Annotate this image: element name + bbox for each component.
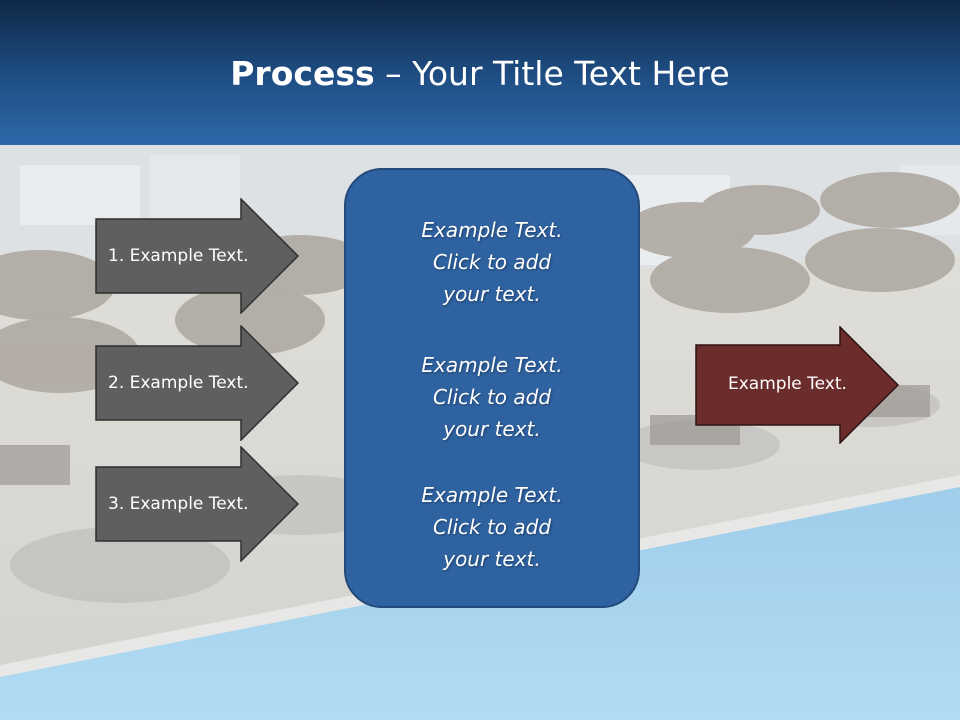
center-paragraph-2-line-3: your text. [443, 417, 541, 441]
center-text-box[interactable]: Example Text. Click to add your text. Ex… [344, 168, 640, 608]
center-paragraph-1-line-3: your text. [443, 282, 541, 306]
center-paragraph-1: Example Text. Click to add your text. [346, 214, 638, 310]
center-paragraph-1-line-1: Example Text. [421, 218, 563, 242]
right-arrow[interactable]: Example Text. [695, 326, 900, 444]
title-rest: – Your Title Text Here [374, 54, 730, 93]
center-paragraph-3-line-1: Example Text. [421, 483, 563, 507]
title-bold: Process [230, 54, 375, 93]
title-bar: Process – Your Title Text Here [0, 0, 960, 145]
left-arrow-2[interactable]: 2. Example Text. [95, 325, 300, 441]
left-arrow-3[interactable]: 3. Example Text. [95, 446, 300, 562]
center-paragraph-2-line-2: Click to add [432, 385, 552, 409]
left-arrow-1-label: 1. Example Text. [108, 246, 249, 266]
center-paragraph-1-line-2: Click to add [432, 250, 552, 274]
center-paragraph-3: Example Text. Click to add your text. [346, 479, 638, 575]
center-paragraph-3-line-3: your text. [443, 547, 541, 571]
right-arrow-label: Example Text. [728, 374, 847, 394]
left-arrow-1[interactable]: 1. Example Text. [95, 198, 300, 314]
center-paragraph-2: Example Text. Click to add your text. [346, 349, 638, 445]
center-paragraph-2-line-1: Example Text. [421, 353, 563, 377]
left-arrow-3-label: 3. Example Text. [108, 494, 249, 514]
slide-title[interactable]: Process – Your Title Text Here [0, 52, 960, 96]
center-paragraph-3-line-2: Click to add [432, 515, 552, 539]
left-arrow-2-label: 2. Example Text. [108, 373, 249, 393]
